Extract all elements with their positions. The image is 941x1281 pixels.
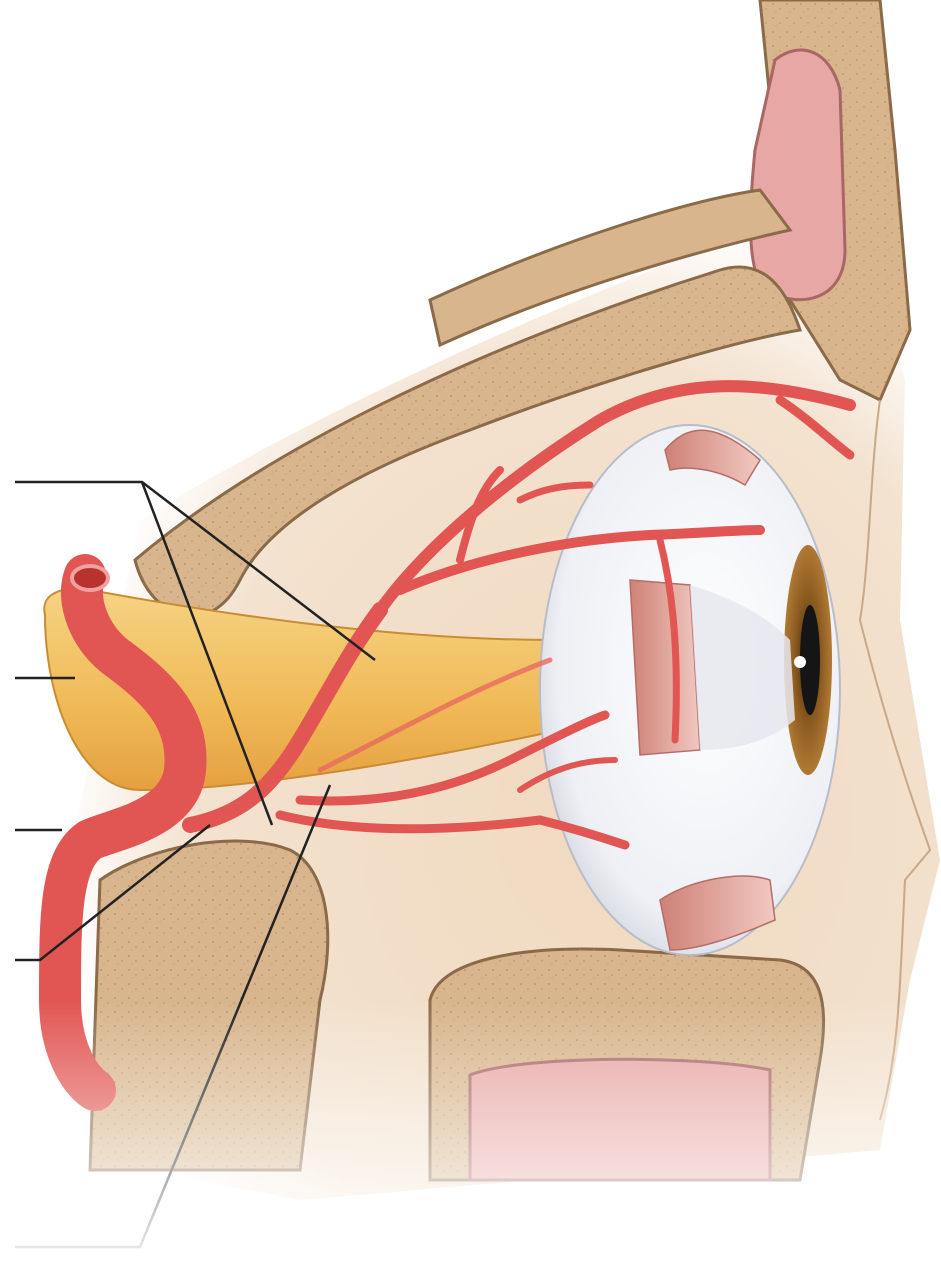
orbit-illustration <box>0 0 941 1281</box>
anatomy-figure <box>0 0 941 1281</box>
bottom-fade <box>0 0 941 1281</box>
